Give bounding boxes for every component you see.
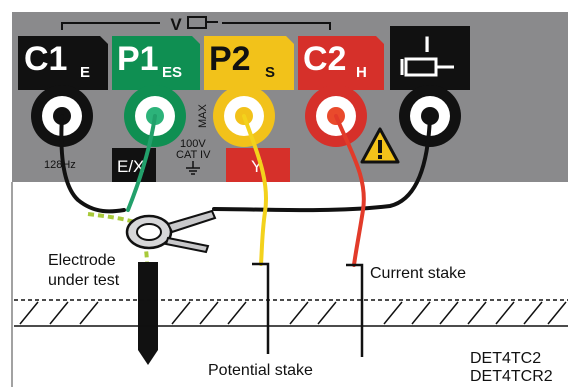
ground-surface <box>14 299 568 327</box>
terminal-c2-main: C2 <box>303 40 346 78</box>
terminal-p2: P2 S Y <box>204 36 294 182</box>
potential-stake-label: Potential stake <box>208 362 313 379</box>
ohm-symbol-icon-white <box>400 57 454 77</box>
terminal-p1-sub: ES <box>162 64 182 81</box>
freq-label: 128Hz <box>44 159 76 171</box>
wire-c1-black <box>59 114 126 214</box>
electrode-rod <box>138 262 158 365</box>
ground-icon <box>186 161 200 175</box>
terminal-c1: C1 E 128Hz <box>18 36 108 171</box>
voltage-bracket: V <box>61 15 331 34</box>
ex-label: E/X <box>117 157 144 176</box>
electrode-label-line1: Electrode <box>48 252 116 269</box>
potential-stake <box>252 262 270 354</box>
wire-p1-green <box>126 114 157 212</box>
terminal-p2-main: P2 <box>209 40 251 78</box>
rating-voltage: 100V <box>180 138 206 150</box>
model-number-2: DET4TCR2 <box>470 368 553 385</box>
terminal-p2-sub: S <box>265 64 275 81</box>
terminal-c2: C2 H <box>298 36 400 164</box>
y-label: Y <box>251 157 262 176</box>
model-number-1: DET4TC2 <box>470 350 541 367</box>
terminal-p1: P1 ES E/X <box>112 36 200 182</box>
wires <box>59 114 432 267</box>
rating-cat: CAT IV <box>176 149 211 161</box>
max-label: MAX <box>197 104 209 129</box>
ground-hatching <box>19 301 567 325</box>
terminal-p1-main: P1 <box>117 40 159 78</box>
wire-i-black <box>212 114 432 213</box>
ohm-symbol-icon <box>187 16 218 29</box>
wire-c2-red <box>334 114 366 267</box>
terminal-i-main: I <box>424 32 430 57</box>
wire-p2-yellow <box>242 114 268 266</box>
terminal-c2-sub: H <box>356 64 367 81</box>
terminal-c1-sub: E <box>80 64 90 81</box>
current-stake-label: Current stake <box>370 265 466 282</box>
current-clamp <box>125 209 217 254</box>
voltage-bracket-label: V <box>170 15 182 34</box>
electrode-label-line2: under test <box>48 272 120 289</box>
terminal-c1-main: C1 <box>24 40 67 78</box>
rating-block: MAX 100V CAT IV <box>176 104 211 175</box>
current-stake <box>346 263 364 357</box>
warning-triangle-icon <box>360 127 400 164</box>
